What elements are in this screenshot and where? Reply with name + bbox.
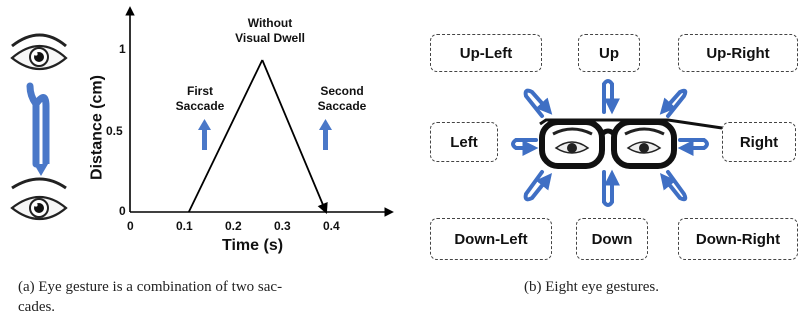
caption-b: (b) Eight eye gestures. (524, 279, 659, 295)
glasses-icon (539, 118, 723, 169)
x-tick-label: 0 (127, 219, 134, 233)
x-tick-label: 0.3 (274, 219, 291, 233)
gesture-arrow (26, 82, 50, 176)
second-saccade-arrowhead (261, 59, 328, 214)
gesture-box-down: Down (576, 218, 648, 260)
up-right-gesture-arrow (659, 88, 688, 118)
down-left-gesture-arrow (523, 170, 552, 202)
y-axis-label: Distance (cm) (88, 75, 106, 180)
eye-open-icon (10, 33, 68, 70)
first-saccade-arrow (198, 119, 211, 150)
second-saccade-arrow (319, 119, 332, 150)
up-left-gesture-arrow (523, 88, 553, 118)
gesture-box-up: Up (578, 34, 640, 72)
first-saccade-label: First Saccade (175, 84, 225, 113)
x-tick-label: 0.4 (323, 219, 340, 233)
x-axis-label: Time (s) (222, 237, 284, 254)
x-tick-label: 0.2 (225, 219, 242, 233)
gesture-box-right: Right (722, 122, 796, 162)
gesture-box-down-right: Down-Right (678, 218, 798, 260)
left-gesture-arrow (511, 138, 539, 156)
gesture-box-up-left: Up-Left (430, 34, 542, 72)
second-saccade-label: Second Saccade (317, 84, 367, 113)
eye-closed-icon (10, 177, 68, 220)
gesture-box-left: Left (430, 122, 498, 162)
x-tick-label: 0.1 (176, 219, 193, 233)
caption-a-line2: cades. (18, 299, 56, 315)
peak-annotation: Without Visual Dwell (235, 16, 305, 45)
gesture-box-up-right: Up-Right (678, 34, 798, 72)
right-gesture-arrow (677, 138, 709, 156)
saccade-line (187, 59, 264, 213)
down-gesture-arrow (602, 169, 620, 207)
down-right-gesture-arrow (660, 170, 688, 202)
up-gesture-arrow (602, 79, 620, 115)
y-tick-label: 0.5 (106, 124, 123, 138)
y-tick-label: 1 (119, 42, 126, 56)
y-tick-label: 0 (119, 204, 126, 218)
caption-a-line1: (a) Eye gesture is a combination of two … (18, 279, 283, 295)
gesture-box-down-left: Down-Left (430, 218, 552, 260)
